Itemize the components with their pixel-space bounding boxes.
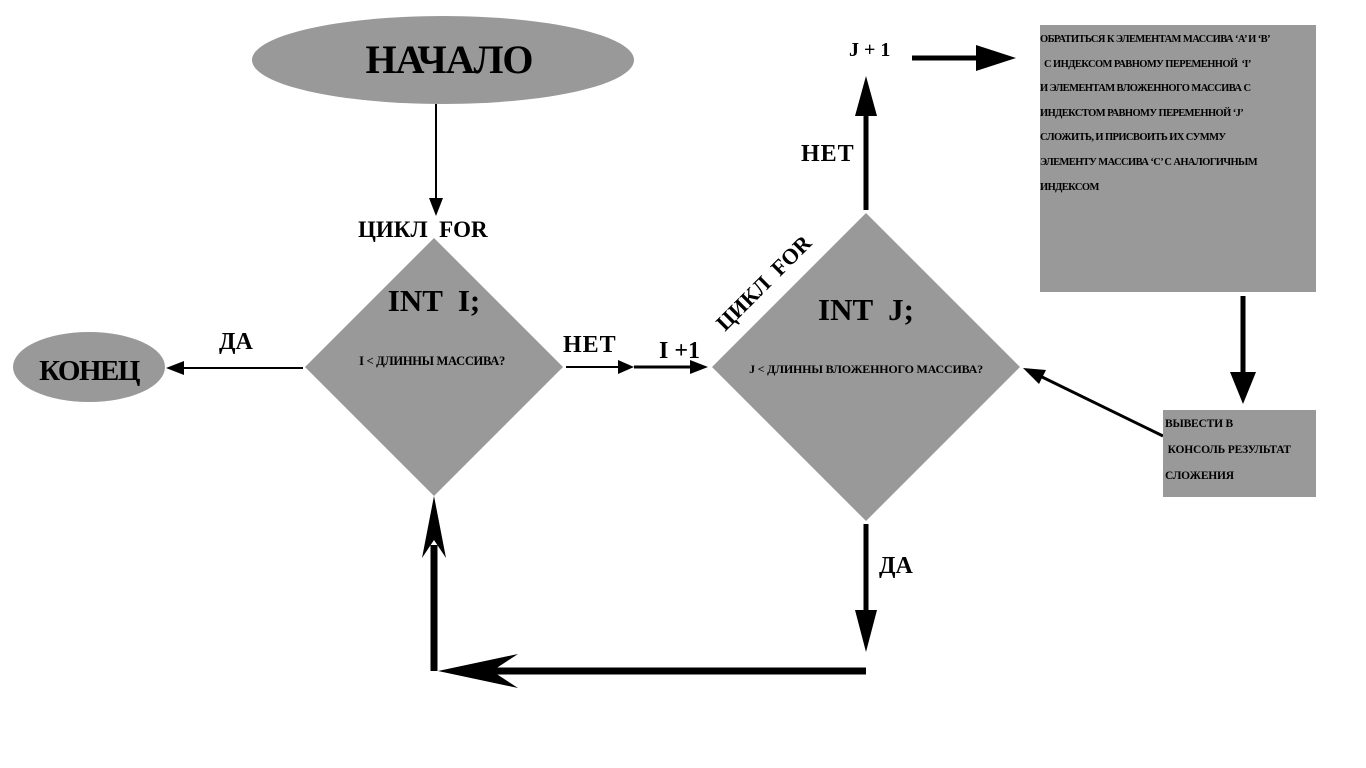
outer-loop-decision [305, 238, 563, 496]
connector-process-to-output [1230, 296, 1256, 404]
connector-return-loop [422, 496, 866, 688]
start-label: НАЧАЛО [365, 37, 532, 82]
connector-output-to-inner [1023, 368, 1164, 438]
inner-loop-condition: J < ДЛИННЫ ВЛОЖЕННОГО МАССИВА? [749, 362, 983, 376]
outer-loop-declaration: INT I; [388, 283, 480, 318]
process-box: ОБРАТИТЬСЯ К ЭЛЕМЕНТАМ МАССИВА ‘A’ И ‘B’… [1040, 25, 1316, 292]
process-line: С ИНДЕКСОМ РАВНОМУ ПЕРЕМЕННОЙ ‘I’ [1040, 58, 1251, 70]
output-line: СЛОЖЕНИЯ [1165, 470, 1234, 482]
inner-increment-label: J + 1 [849, 39, 890, 61]
inner-yes-label: ДА [879, 553, 914, 579]
outer-increment-label: I +1 [659, 338, 700, 364]
connector-increment-to-process [912, 45, 1016, 71]
start-terminator [252, 16, 634, 104]
process-line: СЛОЖИТЬ, И ПРИСВОИТЬ ИХ СУММУ [1040, 132, 1226, 144]
outer-no-label: НЕТ [563, 332, 617, 358]
output-box: ВЫВЕСТИ В КОНСОЛЬ РЕЗУЛЬТАТ СЛОЖЕНИЯ [1163, 410, 1316, 497]
process-line: ИНДЕКСТОМ РАВНОМУ ПЕРЕМЕННОЙ ‘J’ [1040, 107, 1244, 119]
outer-loop-caption: ЦИКЛ FOR [358, 217, 488, 242]
inner-no-label: НЕТ [801, 141, 855, 167]
output-line: КОНСОЛЬ РЕЗУЛЬТАТ [1165, 444, 1291, 456]
outer-loop-condition: I < ДЛИННЫ МАССИВА? [359, 354, 505, 368]
connector-inner-yes-down [855, 524, 877, 652]
connector-start-to-outer [429, 104, 443, 216]
process-line: ОБРАТИТЬСЯ К ЭЛЕМЕНТАМ МАССИВА ‘A’ И ‘B’ [1040, 34, 1271, 45]
process-line: ИНДЕКСОМ [1040, 181, 1099, 193]
outer-yes-label: ДА [219, 329, 254, 355]
process-line: И ЭЛЕМЕНТАМ ВЛОЖЕННОГО МАССИВА С [1040, 83, 1251, 95]
inner-loop-declaration: INT J; [818, 292, 914, 327]
output-line: ВЫВЕСТИ В [1165, 418, 1233, 430]
process-line: ЭЛЕМЕНТУ МАССИВА ‘C’ С АНАЛОГИЧНЫМ [1040, 156, 1258, 168]
inner-loop-decision [712, 213, 1020, 521]
end-terminator [13, 332, 165, 402]
end-label: КОНЕЦ [39, 355, 141, 387]
connector-outer-to-inner [566, 360, 708, 374]
connector-outer-to-end [166, 361, 303, 375]
connector-inner-no-up [855, 76, 877, 210]
